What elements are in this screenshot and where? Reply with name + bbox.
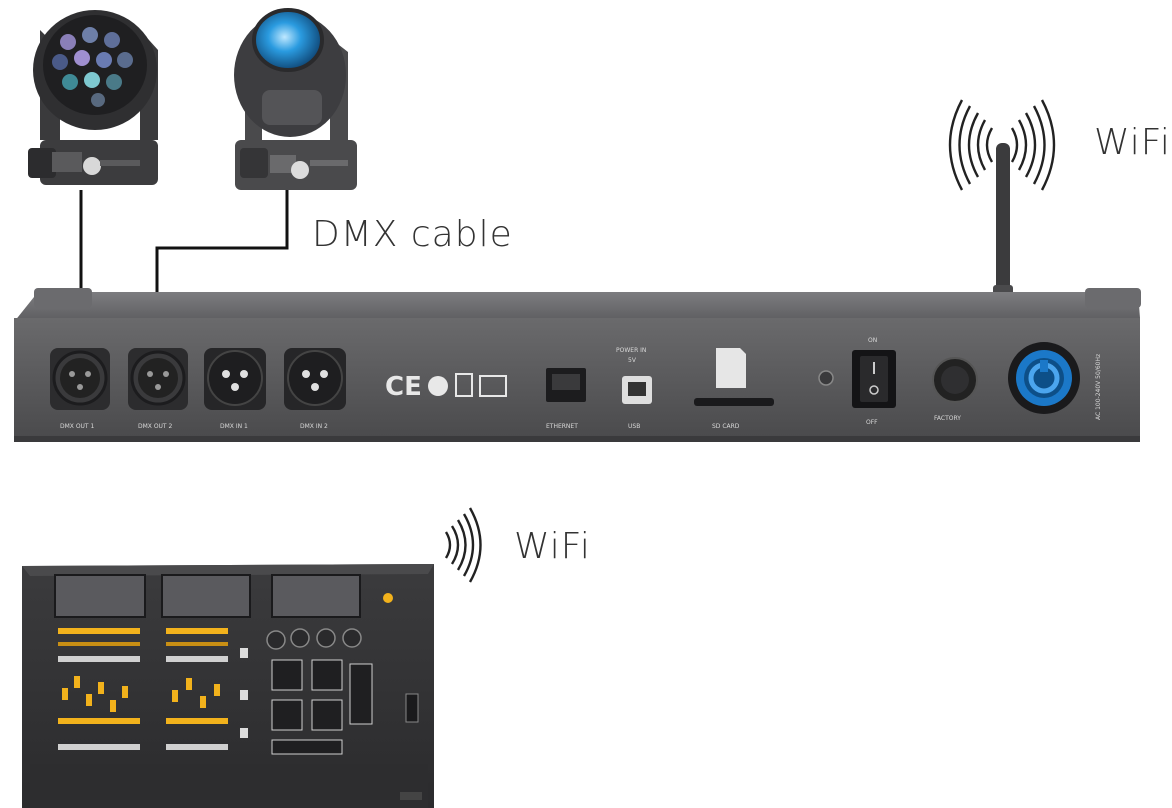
dmx-out-2-port: DMX OUT 2 [128, 348, 188, 430]
svg-text:DMX OUT 2: DMX OUT 2 [138, 423, 173, 430]
svg-text:DMX OUT 1: DMX OUT 1 [60, 423, 95, 430]
usb-port: POWER IN 5V USB [616, 347, 652, 430]
lighting-console-icon [22, 564, 434, 808]
wifi-label-console: WiFi [514, 526, 591, 567]
dmx-in-2-port: DMX IN 2 [284, 348, 346, 430]
factory-button: FACTORY [932, 357, 978, 422]
svg-text:OFF: OFF [866, 419, 878, 426]
power-switch: ON OFF [852, 337, 896, 426]
svg-text:USB: USB [628, 423, 640, 430]
svg-text:DMX IN 2: DMX IN 2 [300, 423, 328, 430]
dmx-in-1-port: DMX IN 1 [204, 348, 266, 430]
dmx-out-1-port: DMX OUT 1 [50, 348, 110, 430]
moving-head-light-icon [28, 10, 158, 185]
svg-text:ON: ON [868, 337, 877, 344]
svg-text:CE: CE [385, 372, 422, 402]
svg-text:AC 100-240V 50/60Hz: AC 100-240V 50/60Hz [1095, 354, 1102, 420]
wifi-label-interface: WiFi [1094, 122, 1171, 163]
svg-text:5V: 5V [628, 357, 637, 364]
svg-text:SD CARD: SD CARD [712, 423, 740, 430]
svg-text:FACTORY: FACTORY [934, 415, 961, 422]
antenna [993, 143, 1013, 303]
dmx-cable-label: DMX cable [312, 214, 513, 255]
svg-text:ETHERNET: ETHERNET [546, 423, 578, 430]
sd-card-slot: SD CARD [694, 348, 774, 430]
wifi-signal-icon [444, 507, 482, 583]
moving-head-light-icon [234, 8, 357, 190]
svg-text:DMX IN 1: DMX IN 1 [220, 423, 248, 430]
ethernet-port: ETHERNET [546, 368, 586, 430]
certification-marks: CE [385, 372, 507, 402]
dmx-interface-rack: DMX OUT 1 DMX OUT 2 DMX IN 1 DMX IN 2 CE [14, 288, 1141, 442]
svg-text:POWER IN: POWER IN [616, 347, 646, 354]
powercon-input [1008, 342, 1080, 414]
wifi-signal-icon [948, 99, 1056, 191]
